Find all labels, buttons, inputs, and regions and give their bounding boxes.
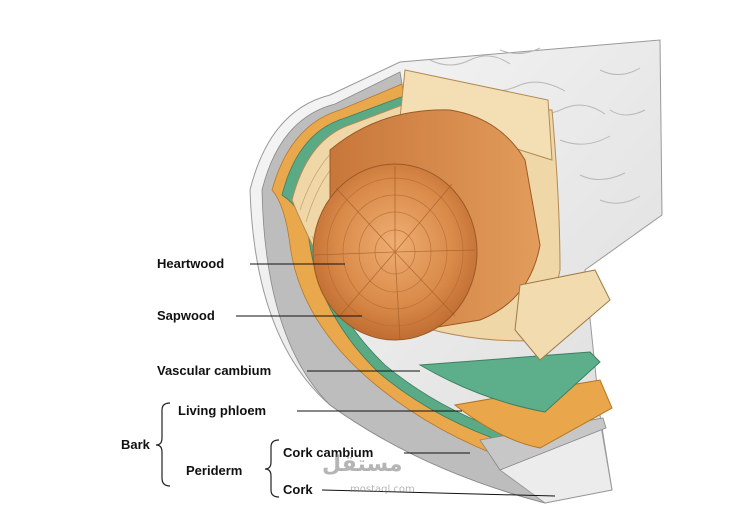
label-heartwood: Heartwood bbox=[157, 256, 225, 271]
periderm-brace bbox=[264, 439, 280, 498]
bark-brace bbox=[155, 402, 171, 487]
label-living-phloem: Living phloem bbox=[178, 403, 267, 418]
watermark-latin: mostaql.com bbox=[350, 484, 415, 495]
label-sapwood: Sapwood bbox=[157, 308, 215, 323]
label-periderm: Periderm bbox=[186, 463, 243, 478]
label-bark: Bark bbox=[121, 437, 150, 452]
living-phloem-slab bbox=[453, 379, 613, 449]
vascular-cambium-slab bbox=[418, 351, 601, 413]
label-cork-cambium: Cork cambium bbox=[283, 445, 374, 460]
sapwood-slab bbox=[514, 269, 611, 361]
leader-lines bbox=[236, 263, 556, 497]
bark-texture bbox=[429, 47, 646, 204]
heartwood-rays bbox=[313, 166, 476, 341]
label-cork: Cork bbox=[283, 482, 313, 497]
label-vascular-cambium: Vascular cambium bbox=[157, 363, 272, 378]
watermark-arabic: مستقل bbox=[322, 452, 403, 477]
